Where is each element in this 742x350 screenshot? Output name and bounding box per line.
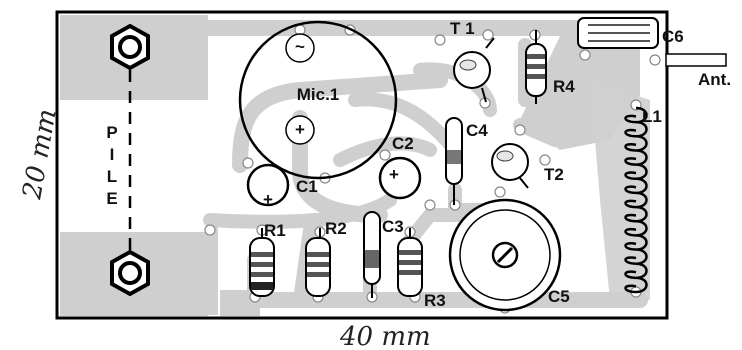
inductor-l1: L1	[624, 106, 662, 294]
pile-letter: E	[106, 189, 117, 208]
pile-letter: I	[110, 145, 115, 164]
resistor-r3: R3	[397, 228, 446, 310]
capacitor-c6: C6	[577, 17, 684, 49]
resistor-r4: R4	[525, 30, 575, 104]
c5-label: C5	[548, 287, 570, 306]
resistor-r1: R1	[249, 221, 286, 297]
r2-label: R2	[325, 219, 347, 238]
c2-plus: +	[389, 165, 399, 184]
c4-label: C4	[466, 121, 488, 140]
mic-label: Mic.1	[297, 85, 340, 104]
c1-plus: +	[263, 190, 273, 209]
capacitor-c4: C4	[445, 117, 488, 205]
l1-label: L1	[642, 107, 662, 126]
antenna-lead: Ant.	[665, 53, 731, 89]
pile-letter: L	[107, 167, 117, 186]
c1-label: C1	[296, 177, 318, 196]
transistor-t1: T 1	[450, 19, 495, 103]
capacitor-c2: + C2	[378, 134, 422, 200]
c2-label: C2	[392, 134, 414, 153]
c3-label: C3	[382, 217, 404, 236]
pile-letter: P	[106, 123, 117, 142]
microphone-mic1: Mic.1 + ~	[238, 20, 398, 180]
trimmer-capacitor-c5: C5	[448, 198, 570, 312]
transistor-t2: T2	[491, 143, 564, 189]
c6-label: C6	[662, 27, 684, 46]
battery-terminal-top	[110, 23, 150, 71]
width-dimension: 40 mm	[339, 322, 431, 350]
r1-label: R1	[264, 221, 286, 240]
pile-label: P I L E	[106, 123, 117, 208]
ant-label: Ant.	[698, 70, 731, 89]
capacitor-c1: + C1	[246, 163, 318, 209]
resistor-r2: R2	[305, 219, 347, 297]
mic-plus-label: +	[295, 120, 305, 139]
t2-label: T2	[544, 165, 564, 184]
mic-minus-label: ~	[295, 37, 305, 56]
r4-label: R4	[553, 77, 575, 96]
battery-terminal-bottom	[110, 249, 150, 297]
r3-label: R3	[424, 291, 446, 310]
t1-label: T 1	[450, 19, 475, 38]
capacitor-c3: C3	[363, 211, 404, 298]
